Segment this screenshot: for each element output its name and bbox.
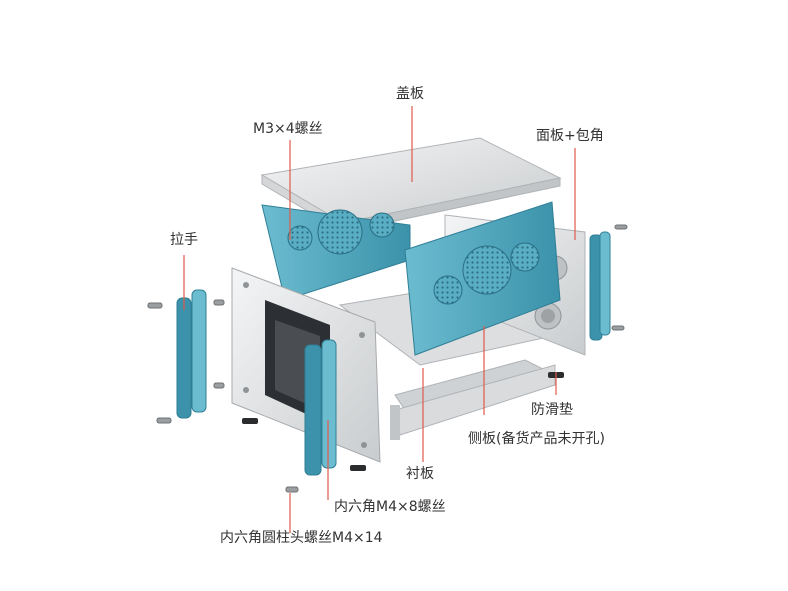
label-anti-slip-pad: 防滑垫 [531,402,573,418]
label-m3-screw: M3×4螺丝 [253,121,323,137]
front-side-panel [404,201,561,356]
label-hex-m4x8: 内六角M4×8螺丝 [334,499,446,515]
right-handle [589,231,611,341]
rear-side-panel [261,204,411,301]
label-cover: 盖板 [396,86,424,102]
left-handle [176,289,207,419]
label-side-plate: 侧板(备货产品未开孔) [468,431,605,447]
cover-plate [260,137,562,233]
label-hex-m4x14: 内六角圆柱头螺丝M4×14 [220,530,383,546]
label-handle: 拉手 [170,232,198,248]
leader-lines [183,106,576,533]
front-handle [304,339,337,476]
anti-slip-pads [242,372,564,471]
label-face-plate: 面板+包角 [536,128,604,144]
label-liner-plate: 衬板 [406,466,434,482]
screws [147,224,628,493]
